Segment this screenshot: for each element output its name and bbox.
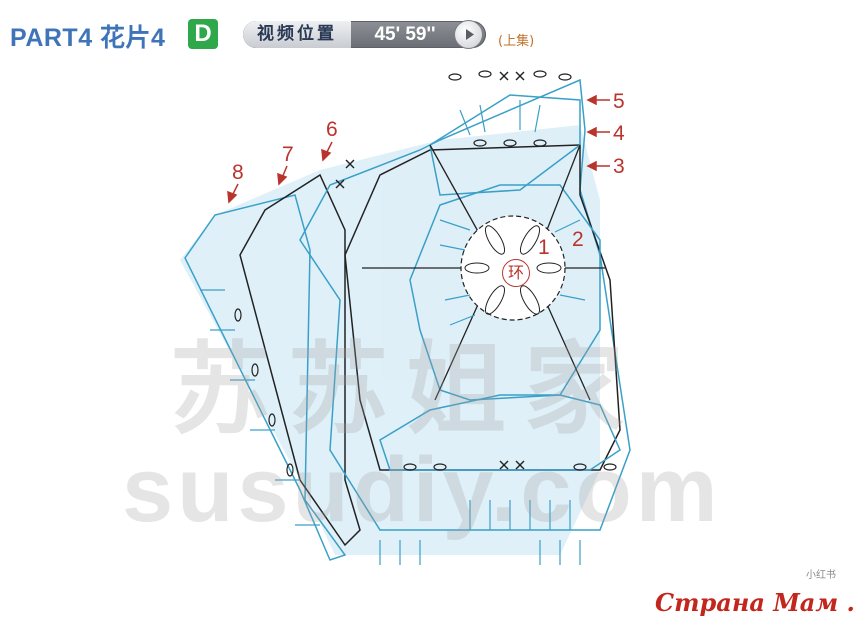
round-label-8: 8 — [232, 161, 244, 184]
round-label-7: 7 — [282, 143, 294, 166]
part-title: PART4 花片4 — [10, 24, 166, 52]
black-chain-marks — [234, 70, 617, 477]
video-position-bar: 视频位置 45' 59'' — [243, 21, 486, 48]
play-icon — [466, 29, 474, 40]
header: PART4 花片4 D 视频位置 45' 59'' (上集) — [0, 0, 860, 62]
video-note: (上集) — [498, 34, 535, 49]
round-arrows — [227, 94, 610, 204]
round-label-1: 1 — [538, 236, 550, 259]
small-watermark: 小红书 — [806, 570, 836, 581]
play-button[interactable] — [455, 21, 482, 48]
round-label-3: 3 — [613, 155, 625, 178]
watermark-url: susudiy.com — [122, 439, 722, 541]
magic-ring-label: 环 — [502, 259, 530, 287]
video-position-label: 视频位置 — [243, 21, 351, 48]
watermark-chinese: 苏苏姐家 — [170, 331, 642, 448]
round-label-2: 2 — [572, 228, 584, 251]
round-label-6: 6 — [326, 118, 338, 141]
site-logo: Страна Мам . ру — [655, 588, 860, 617]
part-badge: D — [188, 19, 218, 49]
blue-stitch-marks — [200, 100, 586, 565]
video-timestamp: 45' 59'' — [374, 24, 436, 45]
round-label-5: 5 — [613, 90, 625, 113]
round-label-4: 4 — [613, 122, 625, 145]
center-spokes — [362, 144, 605, 401]
cross-stitch-marks — [335, 71, 525, 470]
